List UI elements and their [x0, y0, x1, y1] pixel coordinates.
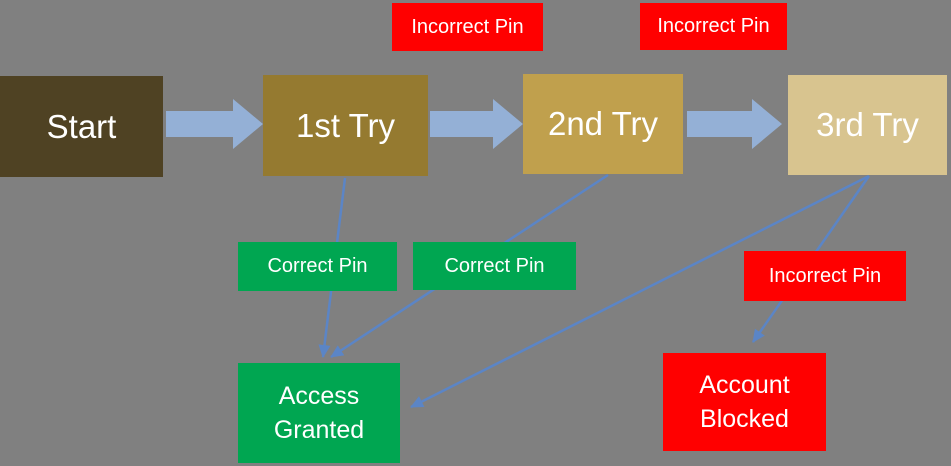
flow-arrow-try2-to-try3-icon	[687, 99, 782, 149]
node-first-try: 1st Try	[263, 75, 428, 176]
edge-label-incorrect-pin-2: Incorrect Pin	[640, 3, 787, 50]
node-access-granted: Access Granted	[238, 363, 400, 463]
edge-label-incorrect-pin-1: Incorrect Pin	[392, 3, 543, 51]
flow-arrow-try1-to-try2-icon	[430, 99, 523, 149]
node-second-try: 2nd Try	[523, 74, 683, 174]
edge-label-correct-pin-2: Correct Pin	[413, 242, 576, 290]
flow-arrow-start-to-try1-icon	[166, 99, 263, 149]
node-account-blocked: Account Blocked	[663, 353, 826, 451]
node-third-try: 3rd Try	[788, 75, 947, 175]
node-start: Start	[0, 76, 163, 177]
edge-label-incorrect-pin-3: Incorrect Pin	[744, 251, 906, 301]
connector-try3-to-access	[410, 174, 870, 409]
edge-label-correct-pin-1: Correct Pin	[238, 242, 397, 291]
